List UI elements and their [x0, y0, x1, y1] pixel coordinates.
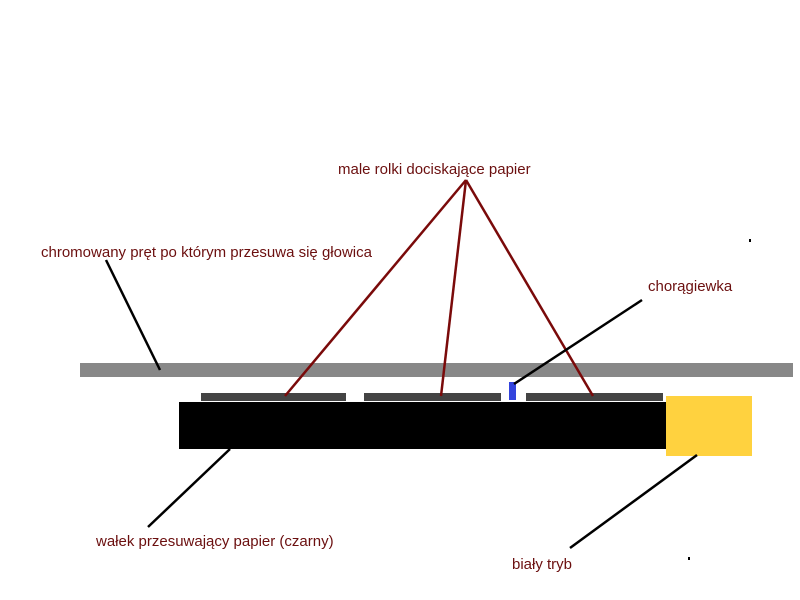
roller-right [526, 393, 663, 401]
label-gear: biały tryb [512, 556, 572, 573]
label-flag: chorągiewka [648, 278, 733, 295]
leader-line-platen [147, 448, 231, 528]
label-platen: wałek przesuwający papier (czarny) [95, 533, 334, 550]
flag-sensor [509, 382, 516, 400]
label-chrome-rod: chromowany pręt po którym przesuwa się g… [41, 244, 373, 261]
leader-line-roller-middle [439, 179, 468, 397]
leader-line-flag [513, 298, 643, 386]
chrome-rod [80, 363, 793, 377]
stray-dot [688, 557, 690, 560]
roller-middle [364, 393, 501, 401]
label-rollers: male rolki dociskające papier [338, 161, 531, 178]
roller-left [201, 393, 346, 401]
leader-line-gear [569, 453, 698, 550]
leader-line-rod [104, 259, 162, 371]
white-gear [666, 396, 752, 456]
leader-line-roller-left [284, 179, 467, 397]
leader-line-roller-right [464, 179, 595, 397]
stray-dot [749, 239, 751, 242]
platen-roller [179, 402, 669, 449]
